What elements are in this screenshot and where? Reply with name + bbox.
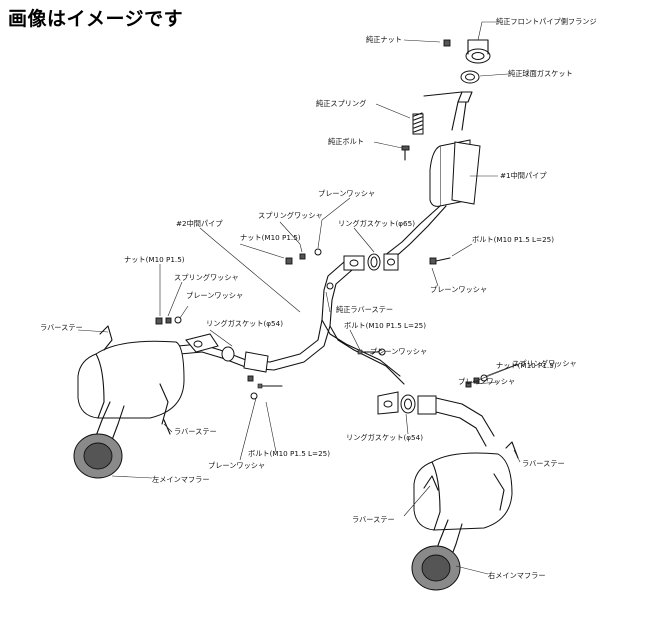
page-heading: 画像はイメージです	[8, 8, 184, 30]
label-mid-pipe-1: #1中間パイプ	[500, 171, 547, 180]
label-plain-washer-right: プレーンワッシャ	[458, 377, 515, 386]
label-nut-right: ナット(M10 P1.5)	[496, 361, 557, 370]
label-rubber-stay-upper-left: ラバーステー	[40, 323, 83, 332]
label-nut-left: ナット(M10 P1.5)	[124, 255, 185, 264]
label-spring-washer-left: スプリングワッシャ	[174, 273, 239, 282]
label-bolt-left-bottom: ボルト(M10 P1.5 L=25)	[248, 449, 330, 458]
label-bolt-right-top: ボルト(M10 P1.5 L=25)	[472, 235, 554, 244]
left-muffler	[73, 325, 275, 479]
label-oem-spring: 純正スプリング	[316, 99, 366, 108]
oem-nut	[443, 39, 451, 47]
label-plain-washer-right-top: プレーンワッシャ	[430, 285, 487, 294]
label-plain-washer-left-bottom: プレーンワッシャ	[208, 461, 265, 470]
label-rubber-stay-right: ラバーステー	[522, 459, 565, 468]
label-ring-gasket-65: リングガスケット(φ65)	[338, 219, 415, 228]
label-rubber-stay-left: ラバーステー	[174, 427, 217, 436]
label-nut-top: ナット(M10 P1.5)	[240, 233, 301, 242]
label-oem-spherical-gasket: 純正球面ガスケット	[508, 69, 573, 78]
label-plain-washer-top: プレーンワッシャ	[318, 189, 375, 198]
label-spring-washer-top: スプリングワッシャ	[258, 211, 323, 220]
label-right-main-muffler: 右メインマフラー	[488, 571, 546, 580]
mid-pipe-2	[269, 261, 405, 385]
label-oem-rubber-stay: 純正ラバーステー	[336, 305, 393, 314]
spherical-gasket	[460, 70, 480, 84]
flange-joint-center	[343, 253, 399, 271]
label-plain-washer-center: プレーンワッシャ	[370, 347, 427, 356]
label-rubber-stay-right-bottom: ラバーステー	[352, 515, 395, 524]
label-bolt-center: ボルト(M10 P1.5 L=25)	[344, 321, 426, 330]
label-left-main-muffler: 左メインマフラー	[152, 475, 210, 484]
label-oem-bolt: 純正ボルト	[328, 137, 364, 146]
label-spring-washer-right: スプリングワッシャ	[512, 359, 577, 368]
front-pipe-flange	[465, 39, 491, 64]
fasteners-top-middle	[285, 248, 451, 290]
label-ring-gasket-54-left: リングガスケット(φ54)	[206, 319, 283, 328]
right-muffler	[377, 391, 519, 591]
oem-bolt	[401, 145, 410, 161]
leader-lines	[77, 21, 525, 575]
oem-spring	[412, 112, 424, 135]
label-mid-pipe-2: #2中間パイプ	[176, 219, 223, 228]
mid-pipe-1	[383, 91, 481, 261]
label-ring-gasket-54-right: リングガスケット(φ54)	[346, 433, 423, 442]
label-front-pipe-flange: 純正フロントパイプ側フランジ	[496, 17, 597, 26]
fasteners-left	[155, 316, 283, 400]
label-plain-washer-left: プレーンワッシャ	[186, 291, 243, 300]
label-oem-nut: 純正ナット	[366, 35, 402, 44]
